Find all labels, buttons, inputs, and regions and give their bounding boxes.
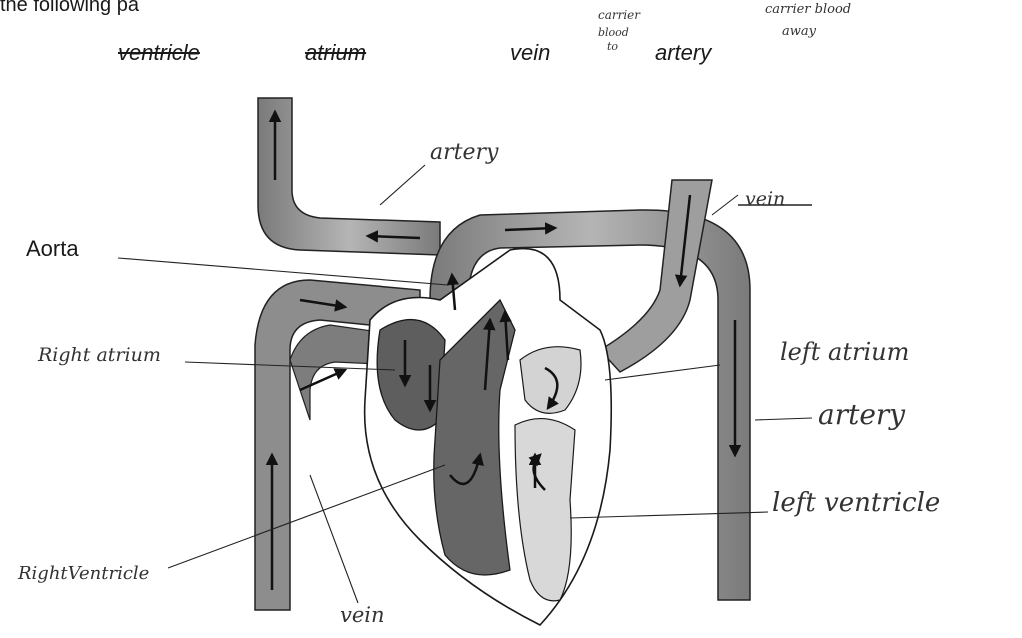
note-artery-1: carrier blood xyxy=(765,2,851,17)
note-vein-3: to xyxy=(607,40,618,53)
label-artery-right: artery xyxy=(818,398,905,431)
label-artery-top: artery xyxy=(430,140,498,165)
note-vein-1: carrier xyxy=(598,8,640,22)
label-aorta: Aorta xyxy=(26,236,79,262)
word-bank-vein: vein xyxy=(510,40,550,66)
leader-vein-bottom xyxy=(310,475,358,603)
word-bank-atrium: atrium xyxy=(305,40,366,66)
label-left-atrium: left atrium xyxy=(780,338,909,366)
word-bank-artery: artery xyxy=(655,40,711,66)
label-left-ventricle: left ventricle xyxy=(772,488,940,518)
label-vein-top-right: vein xyxy=(745,188,785,210)
word-bank-ventricle: ventricle xyxy=(118,40,200,66)
pulmonary-vein-top-right xyxy=(600,180,712,372)
note-artery-2: away xyxy=(782,24,816,39)
leader-artery-top xyxy=(380,165,425,205)
leader-artery-right xyxy=(755,418,812,420)
label-right-ventricle: RightVentricle xyxy=(18,563,149,584)
instruction-text: the following pa xyxy=(0,0,139,17)
leader-vein-top-right xyxy=(712,195,738,215)
leader-aorta xyxy=(118,258,448,285)
note-vein-2: blood xyxy=(598,26,629,39)
label-vein-bottom: vein xyxy=(340,603,385,627)
label-right-atrium: Right atrium xyxy=(38,344,161,366)
